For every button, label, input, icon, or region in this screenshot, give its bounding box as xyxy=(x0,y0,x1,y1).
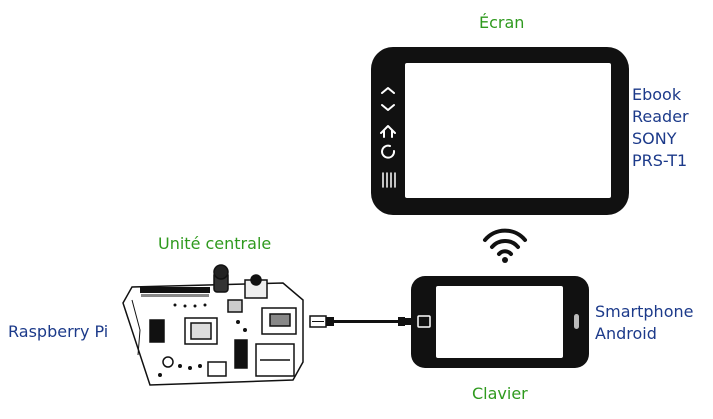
phone-side-button xyxy=(574,314,579,329)
raspberry-pi-board xyxy=(122,264,304,386)
pi-gpio-header xyxy=(140,287,210,297)
smartphone-screen xyxy=(436,286,563,358)
smartphone-label-line: Android xyxy=(595,324,657,343)
raspberry-pi-label: Raspberry Pi xyxy=(8,322,109,341)
central-unit-label: Unité centrale xyxy=(158,234,272,253)
smartphone-label-line: Smartphone xyxy=(595,302,694,321)
ebook-reader-screen xyxy=(405,63,611,198)
smartphone-device xyxy=(411,276,589,368)
wifi-icon xyxy=(483,228,527,263)
home-icon xyxy=(380,125,396,138)
pi-rca-connector xyxy=(213,264,229,280)
ebook-reader-label-line: Reader xyxy=(632,107,689,126)
pi-power-connector xyxy=(207,361,227,377)
pi-capacitor xyxy=(162,356,174,368)
chevron-up-icon xyxy=(381,87,395,94)
keyboard-label: Clavier xyxy=(472,384,528,403)
ebook-reader-label: Ebook Reader SONY PRS-T1 xyxy=(632,84,689,172)
ebook-reader-device xyxy=(371,47,629,215)
chevron-down-icon xyxy=(381,104,395,111)
pi-chip xyxy=(234,339,248,369)
smartphone-label: Smartphone Android xyxy=(595,301,693,345)
phone-home-button xyxy=(417,315,431,328)
pi-chip xyxy=(227,299,243,313)
usb-cable-icon xyxy=(309,315,411,328)
back-icon xyxy=(381,144,396,159)
screen-label: Écran xyxy=(479,13,525,32)
pi-chip xyxy=(149,319,165,343)
ebook-reader-label-line: Ebook xyxy=(632,85,682,104)
ebook-reader-label-line: PRS-T1 xyxy=(632,151,688,170)
menu-icon xyxy=(382,172,396,188)
ebook-reader-label-line: SONY xyxy=(632,129,677,148)
